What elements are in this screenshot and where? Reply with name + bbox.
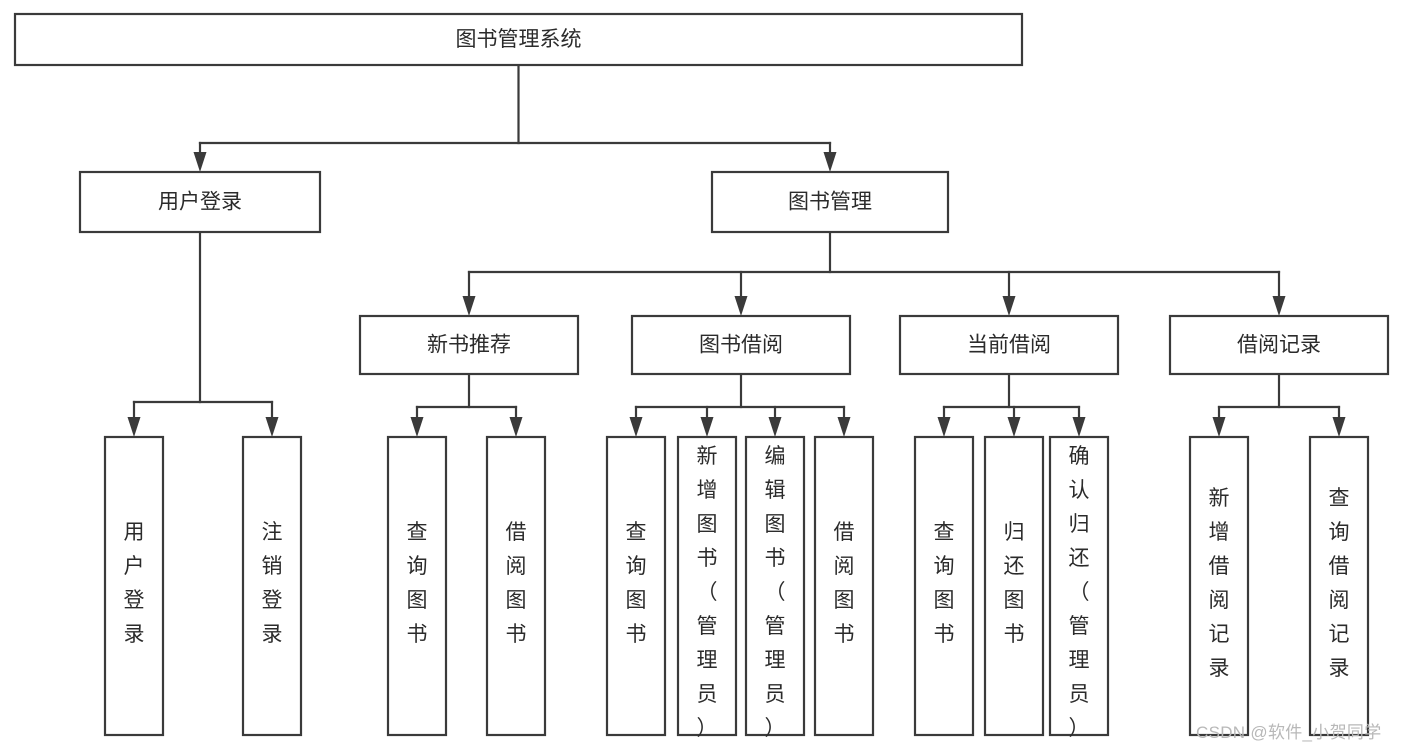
node-label: 图书管理系统 <box>456 28 582 51</box>
node-box[interactable] <box>386 435 448 737</box>
arrow-head-icon <box>837 417 851 437</box>
node-box[interactable] <box>1188 435 1250 737</box>
arrow-head-icon <box>629 417 643 437</box>
node-label: 新增借阅记录 <box>1209 487 1230 680</box>
connector-group <box>1212 372 1346 437</box>
node-box[interactable] <box>1048 435 1110 737</box>
arrow-head-icon <box>193 152 207 172</box>
arrow-head-icon <box>509 417 523 437</box>
node-box[interactable] <box>485 435 547 737</box>
arrow-head-icon <box>823 152 837 172</box>
node-box[interactable] <box>983 435 1045 737</box>
node-leaf-confirm-return[interactable]: 确认归还（管理员） <box>1048 435 1110 740</box>
connector-group <box>462 230 1286 316</box>
node-box[interactable] <box>1308 435 1370 737</box>
arrow-head-icon <box>734 296 748 316</box>
node-leaf-query-book-2[interactable]: 查询图书 <box>605 435 667 737</box>
node-box[interactable] <box>241 435 303 737</box>
node-box[interactable] <box>358 314 580 376</box>
arrow-head-icon <box>462 296 476 316</box>
node-label: 当前借阅 <box>967 334 1051 357</box>
node-leaf-query-book-1[interactable]: 查询图书 <box>386 435 448 737</box>
node-record[interactable]: 借阅记录 <box>1168 314 1390 376</box>
node-leaf-return-book[interactable]: 归还图书 <box>983 435 1045 737</box>
node-label: 查询图书 <box>934 521 955 646</box>
arrow-head-icon <box>1272 296 1286 316</box>
connector-layer <box>127 63 1346 437</box>
arrow-head-icon <box>127 417 141 437</box>
node-label: 图书借阅 <box>699 334 783 357</box>
connector-group <box>193 63 837 172</box>
node-leaf-borrow-book-2[interactable]: 借阅图书 <box>813 435 875 737</box>
node-label: 注销登录 <box>262 521 283 646</box>
node-box[interactable] <box>78 170 322 234</box>
node-login[interactable]: 用户登录 <box>78 170 322 234</box>
node-label: 归还图书 <box>1004 521 1025 646</box>
node-label: 查询借阅记录 <box>1329 487 1350 680</box>
node-leaf-query-record[interactable]: 查询借阅记录 <box>1308 435 1370 737</box>
node-label: 借阅记录 <box>1237 334 1321 357</box>
node-box[interactable] <box>13 12 1024 67</box>
connector-group <box>410 372 523 437</box>
arrow-head-icon <box>1212 417 1226 437</box>
node-current[interactable]: 当前借阅 <box>898 314 1120 376</box>
node-label: 编辑图书（管理员） <box>765 445 786 740</box>
node-leaf-edit-book[interactable]: 编辑图书（管理员） <box>744 435 806 740</box>
node-box[interactable] <box>630 314 852 376</box>
node-leaf-add-record[interactable]: 新增借阅记录 <box>1188 435 1250 737</box>
node-leaf-logout[interactable]: 注销登录 <box>241 435 303 737</box>
node-label: 查询图书 <box>407 521 428 646</box>
arrow-head-icon <box>1002 296 1016 316</box>
node-leaf-borrow-book-1[interactable]: 借阅图书 <box>485 435 547 737</box>
node-root[interactable]: 图书管理系统 <box>13 12 1024 67</box>
node-box[interactable] <box>605 435 667 737</box>
node-label: 确认归还（管理员） <box>1069 445 1090 740</box>
node-leaf-user-login[interactable]: 用户登录 <box>103 435 165 737</box>
arrow-head-icon <box>700 417 714 437</box>
node-leaf-query-book-3[interactable]: 查询图书 <box>913 435 975 737</box>
node-label: 新增图书（管理员） <box>697 445 718 740</box>
node-box[interactable] <box>1168 314 1390 376</box>
node-box[interactable] <box>103 435 165 737</box>
node-box[interactable] <box>744 435 806 737</box>
arrow-head-icon <box>768 417 782 437</box>
connector-group <box>127 230 279 437</box>
arrow-head-icon <box>265 417 279 437</box>
connector-group <box>937 372 1086 437</box>
node-layer: 图书管理系统用户登录图书管理新书推荐图书借阅当前借阅借阅记录用户登录注销登录查询… <box>13 12 1390 740</box>
node-label: 查询图书 <box>626 521 647 646</box>
connector-group <box>629 372 851 437</box>
node-label: 图书管理 <box>788 191 872 214</box>
arrow-head-icon <box>937 417 951 437</box>
node-box[interactable] <box>813 435 875 737</box>
node-label: 用户登录 <box>158 191 242 214</box>
node-label: 借阅图书 <box>506 521 527 646</box>
node-borrow[interactable]: 图书借阅 <box>630 314 852 376</box>
node-label: 用户登录 <box>124 521 145 646</box>
node-bookmgr[interactable]: 图书管理 <box>710 170 950 234</box>
node-box[interactable] <box>898 314 1120 376</box>
node-box[interactable] <box>913 435 975 737</box>
node-leaf-add-book[interactable]: 新增图书（管理员） <box>676 435 738 740</box>
arrow-head-icon <box>410 417 424 437</box>
arrow-head-icon <box>1007 417 1021 437</box>
node-newbook[interactable]: 新书推荐 <box>358 314 580 376</box>
node-box[interactable] <box>676 435 738 737</box>
node-label: 新书推荐 <box>427 334 511 357</box>
node-label: 借阅图书 <box>834 521 855 646</box>
arrow-head-icon <box>1332 417 1346 437</box>
arrow-head-icon <box>1072 417 1086 437</box>
node-box[interactable] <box>710 170 950 234</box>
